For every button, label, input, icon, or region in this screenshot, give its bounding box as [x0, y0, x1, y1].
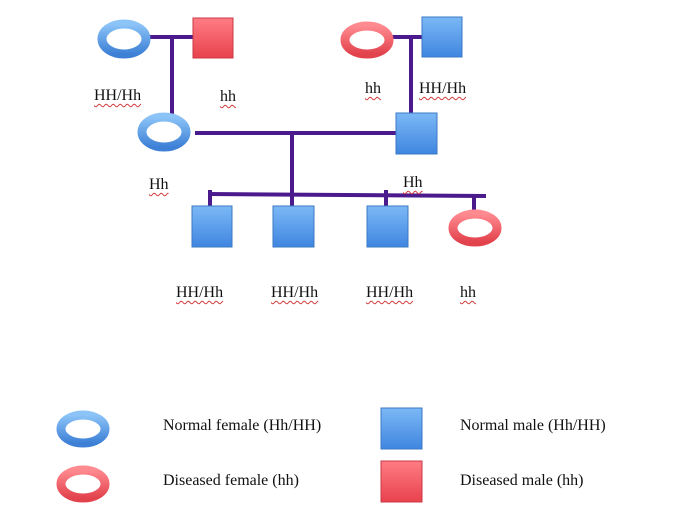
gp-left-female-normal	[97, 19, 151, 59]
genotype-gp-right-male: HH/Hh	[419, 80, 467, 97]
genotype-parent-female: Hh	[149, 176, 169, 193]
child-4-female-diseased	[448, 209, 502, 247]
legend-diseased-female-symbol	[56, 465, 110, 503]
parent-female-normal	[137, 112, 191, 152]
genotype-child-1: HH/Hh	[176, 284, 224, 301]
child-3-male-normal	[366, 205, 409, 248]
genotype-child-3: HH/Hh	[366, 284, 414, 301]
gp-right-male-normal	[421, 16, 463, 58]
genotype-child-2: HH/Hh	[271, 284, 319, 301]
child-2-male-normal	[272, 205, 315, 248]
genotype-gp-right-female: hh	[365, 80, 381, 97]
gp-left-male-diseased	[192, 17, 234, 59]
pedigree-lines	[148, 35, 487, 210]
genotype-child-4: hh	[460, 284, 476, 301]
legend-normal-male-label: Normal male (Hh/HH)	[460, 417, 606, 434]
genotype-parent-male: Hh	[403, 174, 423, 191]
legend-normal-male-symbol	[380, 407, 423, 450]
parent-male-normal	[395, 112, 438, 155]
genotype-gp-left-female: HH/Hh	[94, 87, 142, 104]
child-1-male-normal	[191, 205, 233, 248]
gp-right-female-diseased	[340, 21, 394, 59]
legend-diseased-female-label: Diseased female (hh)	[163, 472, 299, 489]
sibship-line	[207, 192, 487, 198]
legend-diseased-male-symbol	[380, 460, 423, 503]
legend-diseased-male-label: Diseased male (hh)	[460, 472, 584, 489]
legend-normal-female-symbol	[56, 410, 110, 448]
legend-normal-female-label: Normal female (Hh/HH)	[163, 417, 322, 434]
genotype-gp-left-male: hh	[220, 88, 236, 105]
